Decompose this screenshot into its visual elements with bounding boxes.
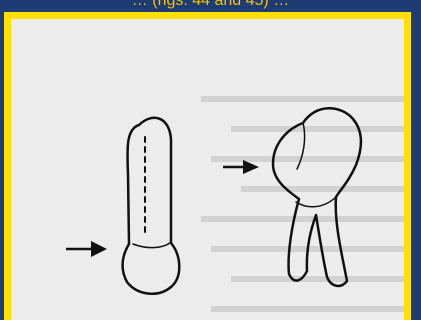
tooth-single-root [123, 118, 180, 294]
header-text: … (rigs. 44 and 45) … [0, 0, 421, 9]
arrow-right [223, 160, 259, 174]
tooth-two-roots [273, 108, 361, 286]
tooth-figure-svg [11, 19, 404, 320]
arrow-left [66, 241, 107, 257]
header-bar: … (rigs. 44 and 45) … [0, 0, 421, 12]
tooth-figure [11, 19, 404, 320]
